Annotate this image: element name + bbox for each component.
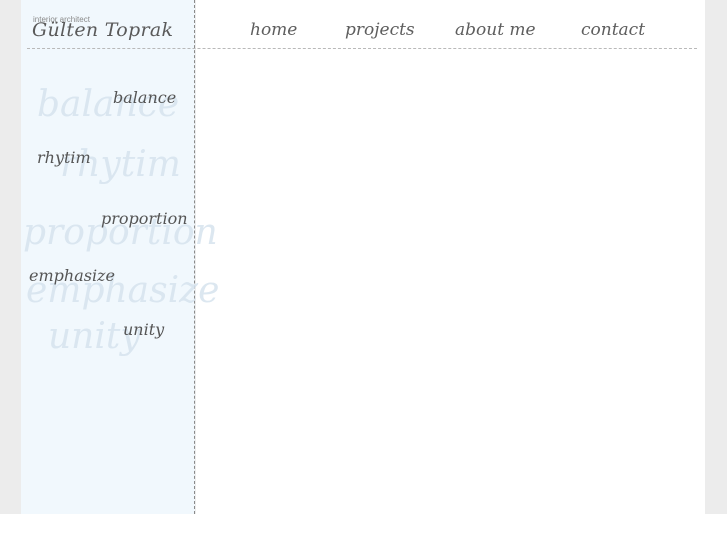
ghost-word-proportion: proportion — [23, 212, 218, 253]
sidebar-link-rhytim[interactable]: rhytim — [37, 148, 91, 167]
ghost-word-unity: unity — [48, 316, 141, 357]
brand-tagline: interior architect — [33, 15, 90, 24]
ghost-word-emphasize: emphasize — [26, 270, 220, 311]
ghost-word-rhytim: rhytim — [60, 144, 181, 185]
sidebar-link-emphasize[interactable]: emphasize — [29, 266, 115, 285]
nav-projects-link[interactable]: projects — [345, 20, 415, 40]
sidebar-link-balance[interactable]: balance — [113, 88, 177, 107]
main-content-area — [196, 0, 705, 514]
nav-about-me-link[interactable]: about me — [455, 20, 536, 40]
sidebar-divider — [194, 0, 195, 514]
sidebar-link-unity[interactable]: unity — [123, 320, 165, 339]
header-divider — [27, 48, 697, 49]
sidebar — [21, 0, 195, 514]
brand-name[interactable]: Gülten Toprak — [32, 19, 174, 41]
ghost-word-balance: balance — [37, 84, 180, 125]
nav-contact-link[interactable]: contact — [581, 20, 646, 40]
sidebar-link-proportion[interactable]: proportion — [101, 209, 188, 228]
nav-home-link[interactable]: home — [250, 20, 298, 40]
